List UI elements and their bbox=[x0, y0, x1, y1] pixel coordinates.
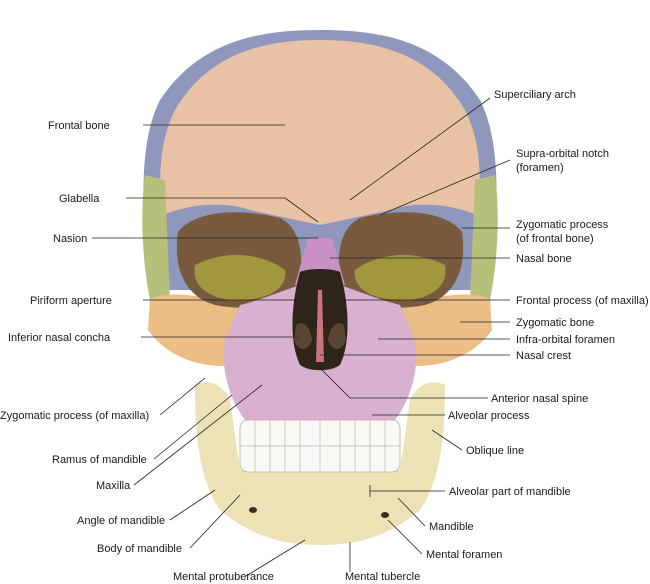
label-mandible: Mandible bbox=[429, 521, 474, 533]
label-mental-foramen: Mental foramen bbox=[426, 549, 502, 561]
label-ramus-of-mandible: Ramus of mandible bbox=[52, 454, 147, 466]
label-frontal-bone: Frontal bone bbox=[48, 120, 110, 132]
sphenoid-left-shape bbox=[142, 175, 170, 300]
label-mental-tubercle: Mental tubercle bbox=[345, 571, 420, 583]
label-nasion: Nasion bbox=[53, 233, 87, 245]
mental-foramen-right bbox=[381, 512, 389, 518]
label-angle-of-mandible: Angle of mandible bbox=[77, 515, 165, 527]
label-zygomatic-bone: Zygomatic bone bbox=[516, 317, 594, 329]
leader-lines bbox=[92, 97, 511, 577]
label-frontal-process-maxilla: Frontal process (of maxilla) bbox=[516, 295, 649, 307]
nasal-septum-shape bbox=[316, 290, 324, 362]
concha-left bbox=[294, 323, 312, 349]
orbit-right-floor bbox=[354, 254, 446, 301]
label-body-of-mandible: Body of mandible bbox=[97, 543, 182, 555]
concha-right bbox=[328, 323, 346, 349]
label-glabella: Glabella bbox=[59, 193, 100, 205]
frontal-bone-shape bbox=[160, 40, 480, 225]
label-alveolar-part-of-mandible: Alveolar part of mandible bbox=[449, 486, 571, 498]
orbit-left-floor bbox=[194, 254, 286, 301]
mandible-shape bbox=[195, 382, 445, 545]
label-mental-protuberance: Mental protuberance bbox=[173, 571, 274, 583]
label-supra-orbital-notch-1: Supra-orbital notch bbox=[516, 148, 609, 160]
label-zygomatic-process-frontal-1: Zygomatic process bbox=[516, 219, 609, 231]
label-maxilla: Maxilla bbox=[96, 480, 131, 492]
mental-foramen-left bbox=[249, 507, 257, 513]
label-piriform-aperture: Piriform aperture bbox=[30, 295, 112, 307]
label-alveolar-process: Alveolar process bbox=[448, 410, 530, 422]
label-infra-orbital-foramen: Infra-orbital foramen bbox=[516, 334, 615, 346]
sphenoid-right-shape bbox=[470, 175, 498, 300]
label-nasal-crest: Nasal crest bbox=[516, 350, 571, 362]
label-nasal-bone: Nasal bone bbox=[516, 253, 572, 265]
label-zygomatic-process-maxilla: Zygomatic process (of maxilla) bbox=[0, 410, 149, 422]
label-superciliary-arch: Superciliary arch bbox=[494, 89, 576, 101]
label-zygomatic-process-frontal-2: (of frontal bone) bbox=[516, 233, 594, 245]
label-oblique-line: Oblique line bbox=[466, 445, 524, 457]
label-anterior-nasal-spine: Anterior nasal spine bbox=[491, 393, 588, 405]
label-inferior-nasal-concha: Inferior nasal concha bbox=[8, 332, 111, 344]
label-supra-orbital-notch-2: (foramen) bbox=[516, 162, 564, 174]
